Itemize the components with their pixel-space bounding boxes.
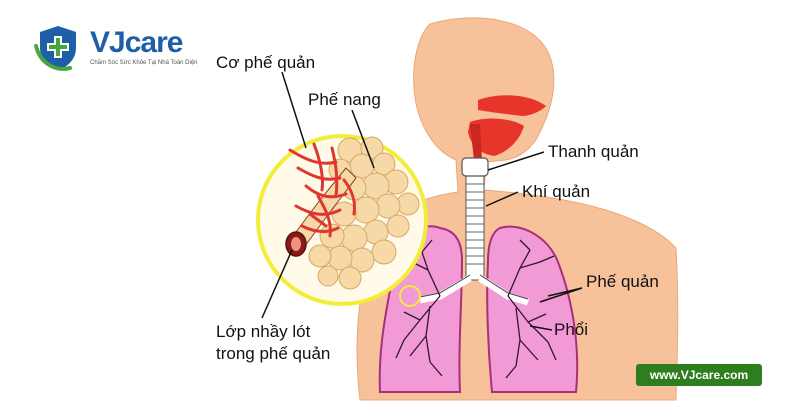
nasal-cavity bbox=[478, 95, 546, 116]
mouth-cavity bbox=[468, 118, 524, 156]
label-phe-quan: Phế quản bbox=[586, 272, 659, 291]
label-thanh-quan: Thanh quản bbox=[548, 142, 639, 161]
pointer-lines bbox=[261, 71, 583, 331]
brand-name-care: care bbox=[124, 26, 184, 59]
trachea bbox=[465, 159, 485, 281]
lung-zoom-marker bbox=[399, 285, 421, 307]
bronchial-tree bbox=[395, 239, 557, 379]
label-lop-nhay-line1: Lớp nhầy lót bbox=[216, 322, 311, 341]
label-phe-nang: Phế nang bbox=[308, 90, 381, 109]
right-lung bbox=[486, 225, 579, 393]
brand-logo: VJcare Chăm Sóc Sức Khỏe Tại Nhà Toàn Di… bbox=[32, 22, 212, 74]
label-khi-quan: Khí quản bbox=[522, 182, 591, 201]
pharynx bbox=[470, 124, 482, 160]
brand-name-vj: VJ bbox=[90, 26, 126, 59]
brand-name: VJcare bbox=[90, 26, 184, 60]
label-phoi: Phổi bbox=[554, 320, 589, 339]
bronchial-muscle bbox=[288, 142, 356, 238]
alveoli-cluster bbox=[308, 136, 420, 290]
label-co-phe-quan: Cơ phế quản bbox=[216, 53, 316, 72]
larynx bbox=[461, 157, 489, 177]
shield-medical-cross-icon bbox=[34, 26, 76, 71]
brand-tagline: Chăm Sóc Sức Khỏe Tại Nhà Toàn Diện bbox=[90, 60, 198, 66]
label-lop-nhay-line2: trong phế quản bbox=[216, 344, 331, 363]
website-badge[interactable]: www.VJcare.com bbox=[636, 364, 762, 386]
